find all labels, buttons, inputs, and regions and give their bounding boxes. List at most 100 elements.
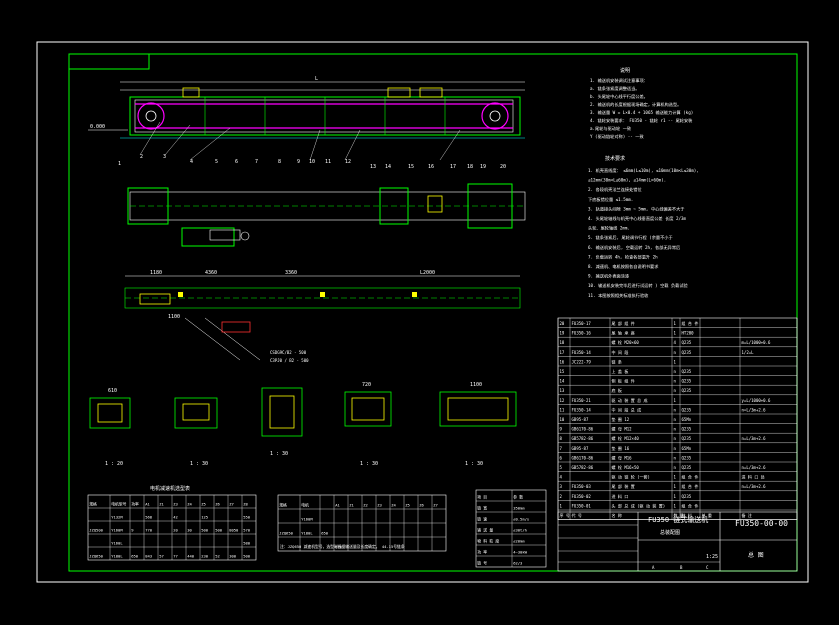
bom-cell: FU350-21: [572, 398, 592, 403]
bom-cell: Q235: [682, 494, 692, 499]
drawing-number: FU350-00-00: [735, 519, 788, 528]
dim-4360: 4360: [205, 270, 217, 276]
spec1-header-cell: Z7: [229, 502, 234, 507]
spec1-cell: 125: [201, 515, 208, 520]
bom-cell: 螺 栓 M20×60: [612, 339, 640, 345]
bom-cell: Q235: [682, 379, 692, 384]
bottom-cell-a: A: [652, 565, 655, 570]
note-2-line: 9. 输送机外表面涂漆: [588, 273, 629, 280]
note-2-line: 3. 轨道接头间隙 3mm ~ 5mm, 中心线偏差不大于: [588, 205, 684, 212]
spec3-cell: 链 速: [477, 517, 487, 522]
spec2-header-cell: Z4: [391, 503, 396, 508]
bom-cell: FU350-01: [572, 503, 592, 508]
part-number-label: 4: [190, 159, 193, 165]
spec1-cell: Y160M: [111, 528, 123, 533]
note-2-line: 下底板错位量 ≤1.5mm.: [588, 196, 633, 203]
elevation-label: 0.000: [90, 124, 105, 130]
notes-2-heading: 技术要求: [605, 155, 625, 162]
part-number-label: 3: [163, 154, 166, 160]
note-2-line: 2. 各段机壳法兰连接处错位: [588, 186, 642, 193]
bom-cell: 18: [560, 340, 565, 345]
spec1-cell: 570: [243, 528, 251, 533]
note-2-line: 11. 本图按照相关标准执行验收: [588, 292, 649, 299]
title-line-2: 总装配图: [660, 529, 680, 536]
bom-cell: n: [674, 427, 677, 432]
spec2-header-cell: Z2: [363, 503, 368, 508]
spec1-header-cell: Z4: [187, 502, 192, 507]
bom-cell: 6: [560, 455, 563, 460]
spec1-cell: 440: [187, 554, 195, 559]
bom-header-cell: 单 重: [702, 512, 712, 518]
bom-cell: 1: [674, 331, 677, 336]
bom-cell: n=L/3m+2.6: [742, 436, 767, 441]
bom-header-cell: 代 号: [572, 512, 582, 518]
bom-cell: 进 料 口: [612, 493, 629, 499]
bom-cell: FU350-02: [572, 494, 592, 499]
bom-cell: Q235: [682, 407, 692, 412]
bom-cell: 尾 部 装 置: [612, 483, 635, 489]
part-number-label: 20: [500, 164, 506, 170]
bom-cell: 12: [560, 398, 565, 403]
section-scale-1: 1 : 20: [105, 461, 123, 467]
spec2-header-cell: Z1: [349, 503, 354, 508]
title-block: FU350 链式输送机 总装配图 FU350-00-00 总 图 1:25 A …: [557, 511, 798, 572]
spec2-header-cell: Z7: [433, 503, 438, 508]
part-number-label: 16: [428, 164, 434, 170]
spec1-cell: 230: [201, 554, 209, 559]
bom-cell: 16: [560, 359, 565, 364]
section-scale-3: 1 : 30: [270, 451, 288, 457]
spec1-cell: 8050: [229, 528, 239, 533]
notes-1-heading: 说明: [620, 67, 630, 74]
bom-cell: 1/2=L: [742, 350, 755, 355]
spec1-header-cell: Z3: [173, 502, 178, 507]
part-number-label: 10: [309, 159, 315, 165]
dim-720: 720: [362, 382, 371, 388]
plan-view: [127, 183, 526, 247]
spec1-cell: 770: [145, 528, 153, 533]
spec1-cell: JZQ500: [89, 528, 103, 533]
bom-cell: 垫 圈 12: [612, 416, 630, 422]
bom-cell: n=L/3m+2.6: [742, 484, 767, 489]
spec1-header-cell: Z6: [215, 502, 220, 507]
bom-cell: 9: [560, 427, 563, 432]
spec2-cell: Y180L: [301, 531, 313, 536]
bom-cell: y=L/1000+0.6: [742, 398, 771, 403]
spec1-header-cell: 电机型号: [111, 502, 126, 507]
bom-cell: 19: [560, 331, 565, 336]
dim-1180: 1180: [150, 270, 162, 276]
bom-cell: 1: [674, 398, 677, 403]
note-2-line: 8. 减速机、电机按照各自说明书要求: [588, 263, 659, 270]
part-number-label: 8: [278, 159, 281, 165]
spec1-cell: 843: [145, 554, 152, 559]
bom-cell: 1: [674, 503, 677, 508]
spec1-cell: 580: [243, 541, 251, 546]
section-scale-2: 1 : 30: [190, 461, 208, 467]
corner-tab: [68, 53, 150, 70]
bom-cell: 上 盖 板: [612, 368, 629, 374]
spec3-header-cell: 参 数: [513, 495, 523, 500]
spec1-cell: 30: [187, 528, 192, 533]
note-1-line: a.尾轮与驱动轮 一致: [590, 125, 632, 132]
spec2-header-cell: A1: [335, 503, 340, 508]
bom-cell: 5: [560, 465, 563, 470]
note-2-line: 10. 输送机安装完毕后进行试运转 ) 空载 负载试验: [588, 282, 689, 289]
bom-cell: 螺 母 M16: [612, 454, 633, 460]
scale-cell: 1:25: [706, 554, 718, 560]
bom-cell: 头 部 总 成 (驱 动 装 置): [612, 502, 666, 508]
spec3-cell: ≤20mm: [513, 539, 525, 544]
bom-cell: 65Mn: [682, 446, 692, 451]
bom-cell: HT200: [682, 331, 695, 336]
spec2-header-cell: Z3: [377, 503, 382, 508]
part-number-label: 12: [345, 159, 351, 165]
bom-cell: FU350-17: [572, 321, 592, 326]
spec1-cell: 550: [243, 515, 251, 520]
spec1-cell: Y180L: [111, 554, 123, 559]
note-1-line: Y (驱动链轮对称) -- 一致: [590, 133, 644, 140]
bom-cell: 中 间 段: [612, 349, 629, 355]
bom-header-cell: 材 料: [682, 512, 692, 518]
spec1-header-cell: Z1: [159, 502, 164, 507]
part-number-label: 19: [480, 164, 486, 170]
spec2-cell: Y160M: [301, 517, 313, 522]
